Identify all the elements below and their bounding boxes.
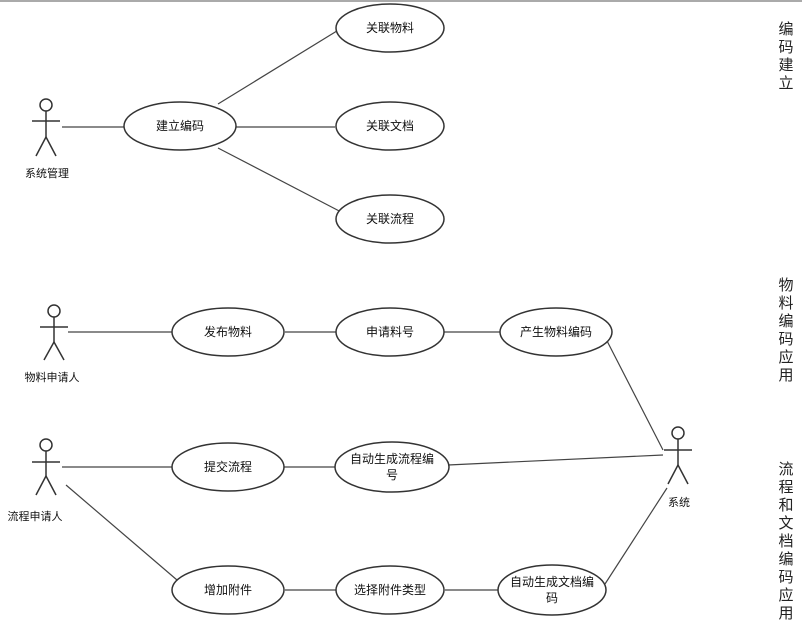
svg-text:应: 应	[778, 586, 793, 604]
section-label-code-setup: 编 码 建 立	[778, 20, 793, 92]
usecase-submit-process: 提交流程	[171, 442, 285, 492]
svg-text:应: 应	[778, 348, 793, 366]
assoc-autodoc-system	[604, 487, 668, 585]
usecase-add-attachment: 增加附件	[171, 565, 285, 615]
svg-text:提交流程: 提交流程	[204, 459, 252, 474]
svg-text:自动生成文档编: 自动生成文档编	[510, 574, 594, 589]
svg-text:建: 建	[778, 56, 793, 74]
svg-text:增加附件: 增加附件	[204, 583, 252, 597]
svg-text:编: 编	[778, 550, 793, 568]
svg-text:料: 料	[778, 294, 793, 312]
actor-system: 系统	[664, 426, 692, 509]
usecase-link-process: 关联流程	[335, 194, 445, 244]
svg-text:发布物料: 发布物料	[204, 324, 252, 339]
usecase-create-code: 建立编码	[123, 101, 237, 151]
svg-text:编: 编	[778, 20, 793, 38]
usecase-auto-document-code: 自动生成文档编 码	[497, 564, 607, 616]
svg-text:建立编码: 建立编码	[156, 118, 204, 133]
usecase-apply-material-no: 申请料号	[335, 307, 445, 357]
svg-text:用: 用	[778, 604, 793, 622]
svg-text:程: 程	[778, 478, 793, 496]
svg-text:关联物料: 关联物料	[366, 21, 414, 35]
svg-text:文: 文	[778, 514, 793, 532]
svg-text:自动生成流程编: 自动生成流程编	[350, 451, 434, 466]
svg-text:码: 码	[778, 38, 793, 56]
usecase-link-material: 关联物料	[335, 3, 445, 53]
actor-label: 系统	[668, 496, 690, 509]
usecase-auto-process-code: 自动生成流程编 号	[334, 441, 450, 493]
svg-text:流: 流	[778, 460, 793, 478]
actor-label: 流程申请人	[8, 509, 63, 523]
svg-text:物: 物	[778, 276, 793, 294]
usecase-select-attachment-type: 选择附件类型	[335, 565, 445, 615]
svg-text:档: 档	[778, 532, 793, 550]
svg-text:申请料号: 申请料号	[366, 325, 414, 339]
svg-text:和: 和	[778, 496, 793, 514]
svg-text:码: 码	[546, 591, 558, 605]
svg-text:码: 码	[778, 568, 793, 586]
svg-text:关联文档: 关联文档	[366, 118, 414, 133]
svg-text:选择附件类型: 选择附件类型	[354, 583, 426, 597]
svg-text:用: 用	[778, 366, 793, 384]
svg-text:立: 立	[778, 74, 793, 92]
svg-text:编: 编	[778, 312, 793, 330]
svg-text:码: 码	[778, 330, 793, 348]
actor-material-applicant: 物料申请人	[25, 304, 80, 384]
associations	[62, 25, 668, 591]
usecase-publish-material: 发布物料	[171, 307, 285, 357]
actor-process-applicant: 流程申请人	[8, 438, 63, 523]
section-label-process-doc-code-app: 流 程 和 文 档 编 码 应 用	[778, 460, 793, 622]
usecase-link-document: 关联文档	[335, 101, 445, 151]
section-label-material-code-app: 物 料 编 码 应 用	[778, 276, 793, 384]
actor-head	[39, 98, 53, 112]
svg-text:关联流程: 关联流程	[366, 211, 414, 226]
svg-text:号: 号	[386, 468, 398, 482]
actor-label: 物料申请人	[25, 370, 80, 384]
assoc-create-material	[217, 25, 346, 105]
assoc-generate-system	[604, 336, 664, 451]
assoc-create-process	[217, 147, 346, 215]
svg-text:产生物料编码: 产生物料编码	[520, 324, 592, 339]
actor-admin: 系统管理	[25, 98, 69, 180]
actor-label: 系统管理	[25, 166, 69, 180]
assoc-proc-attach	[65, 484, 178, 581]
assoc-auto-system	[447, 454, 664, 466]
usecase-generate-material-code: 产生物料编码	[499, 307, 613, 357]
